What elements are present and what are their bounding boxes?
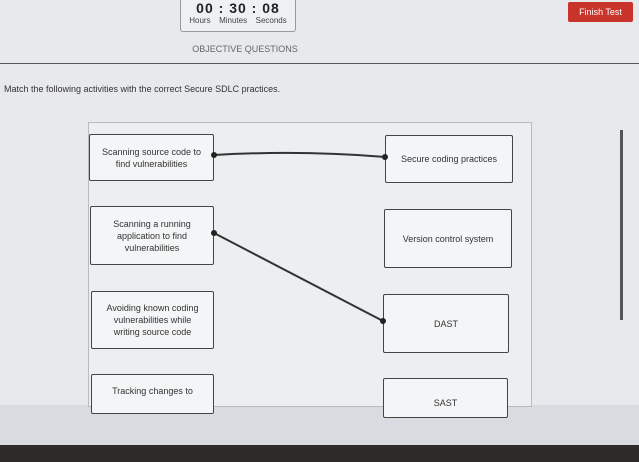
minutes-label: Minutes: [219, 16, 248, 25]
left-item[interactable]: Scanning a running application to find v…: [90, 206, 214, 265]
question-text: Match the following activities with the …: [4, 84, 281, 94]
timer-hours: 00: [196, 0, 214, 16]
divider: [0, 63, 639, 64]
left-item[interactable]: Scanning source code to find vulnerabili…: [89, 134, 214, 181]
scrollbar[interactable]: [620, 130, 623, 320]
match-line: [213, 232, 384, 322]
match-lines: [211, 151, 388, 324]
connector-dot: [211, 152, 217, 158]
right-item[interactable]: Version control system: [384, 209, 512, 268]
right-item[interactable]: DAST: [383, 294, 509, 353]
connector-dot: [211, 230, 217, 236]
monitor-bezel: [0, 445, 639, 462]
right-item[interactable]: SAST: [383, 378, 508, 418]
seconds-label: Seconds: [255, 16, 287, 25]
left-item[interactable]: Avoiding known coding vulnerabilities wh…: [91, 291, 214, 349]
timer-minutes: 30: [229, 0, 247, 16]
hours-label: Hours: [189, 16, 211, 25]
timer-seconds: 08: [262, 0, 280, 16]
section-title: OBJECTIVE QUESTIONS: [192, 44, 298, 54]
match-line: [213, 151, 386, 158]
right-item[interactable]: Secure coding practices: [385, 135, 513, 183]
left-item[interactable]: Tracking changes to: [91, 374, 214, 414]
connector-dot: [380, 318, 386, 324]
connector-dot: [382, 154, 388, 160]
finish-test-button[interactable]: Finish Test: [568, 2, 633, 22]
